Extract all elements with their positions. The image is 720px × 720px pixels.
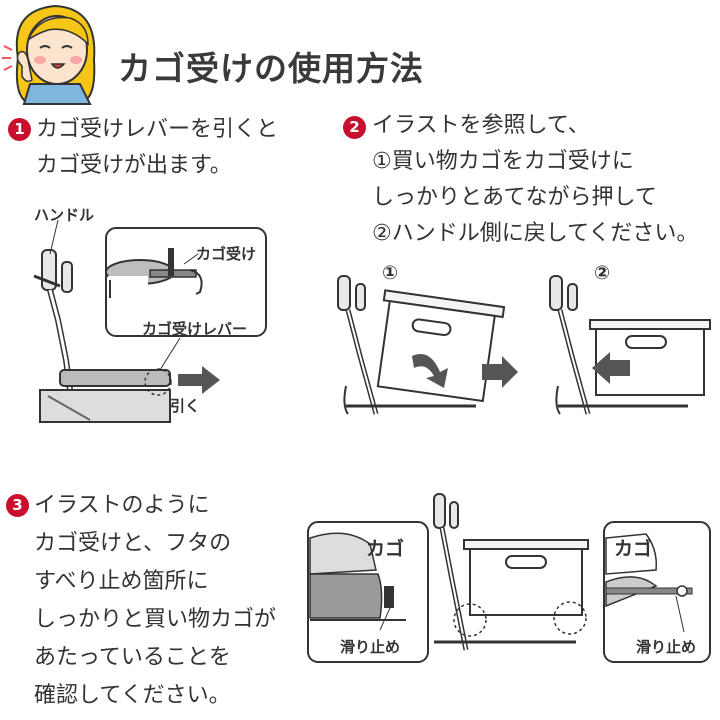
marker-1: ① [382, 262, 399, 284]
pull-label: 引く [170, 397, 201, 415]
step-1-badge: 1 [8, 118, 31, 141]
text-line: カゴ受けが出ます。 [36, 153, 232, 178]
step-number: 2 [343, 116, 366, 139]
step-number: 1 [8, 118, 31, 141]
left-callout-title: カゴ [366, 538, 405, 560]
text-line: カゴ受けと、フタの [34, 531, 232, 556]
page-title: カゴ受けの使用方法 [118, 49, 424, 88]
text-line: しっかりとあてながら押して [372, 185, 657, 210]
text-line: カゴ受けレバーを引くと [36, 117, 279, 142]
figure-1-illustration [33, 219, 267, 423]
marker-2: ② [594, 262, 611, 284]
woman-pointing-icon [2, 4, 96, 105]
basket-receiver-label: カゴ受け [196, 245, 257, 263]
figure-3-illustration [307, 493, 711, 663]
step-3-badge: 3 [6, 494, 29, 517]
step-number: 3 [6, 494, 29, 517]
step-2-text: イラストを参照して、 ①買い物カゴをカゴ受けに しっかりとあてながら押して ②ハ… [372, 108, 698, 252]
lever-label: カゴ受けレバー [142, 320, 248, 338]
text-line: あたっていることを [34, 645, 231, 670]
left-callout-label: 滑り止め [340, 638, 401, 656]
text-line: すべり止め箇所に [34, 569, 209, 594]
step-3-text: イラストのように カゴ受けと、フタの すべり止め箇所に しっかりと買い物カゴが … [34, 487, 276, 715]
text-line: 確認してください。 [34, 683, 231, 708]
step-2-badge: 2 [343, 116, 366, 139]
figure-2-illustration [337, 275, 711, 415]
text-line: しっかりと買い物カゴが [34, 607, 277, 632]
text-line: イラストを参照して、 [372, 113, 590, 138]
text-line: ①買い物カゴをカゴ受けに [372, 149, 634, 174]
handle-label: ハンドル [34, 206, 95, 224]
text-line: ②ハンドル側に戻してください。 [372, 221, 699, 246]
right-callout-title: カゴ [614, 538, 653, 560]
right-callout-label: 滑り止め [636, 638, 697, 656]
step-1-text: カゴ受けレバーを引くと カゴ受けが出ます。 [36, 112, 278, 184]
text-line: イラストのように [34, 493, 210, 518]
